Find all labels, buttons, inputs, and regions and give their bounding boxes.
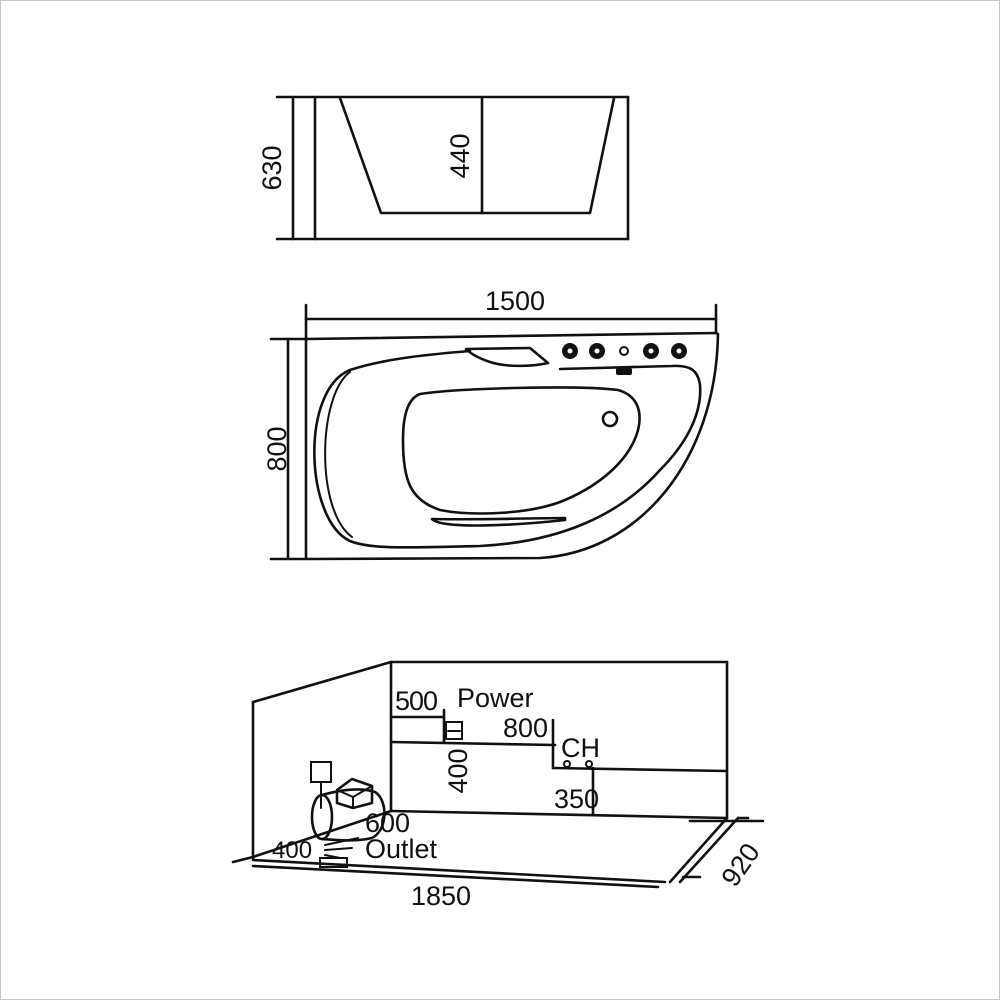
- top-view: 1500 800: [262, 286, 720, 561]
- side-view: 630 440: [257, 95, 630, 241]
- floor-length-label: 1850: [411, 881, 471, 911]
- power-socket-icon: [445, 721, 463, 740]
- top-width-label: 800: [262, 426, 292, 471]
- pump-motor-icon: [310, 761, 386, 868]
- ch-offset-label: 800: [503, 713, 548, 743]
- outlet-offset-label: 400: [272, 837, 312, 864]
- side-depth-label: 440: [445, 133, 475, 178]
- power-offset-label: 500: [395, 686, 437, 716]
- top-length-label: 1500: [485, 286, 545, 316]
- side-height-label: 630: [257, 145, 287, 190]
- ch-connector-icon: [563, 760, 571, 768]
- power-height-label: 400: [443, 748, 473, 793]
- outlet-label: Outlet: [365, 834, 438, 864]
- ch-label: CH: [561, 733, 600, 763]
- indicator-icon: [619, 346, 629, 356]
- overflow-icon: [616, 368, 632, 375]
- installation-view: 500 Power 800 CH 400 350 600 400 Outlet …: [231, 660, 766, 911]
- ch-connector-icon: [585, 760, 593, 768]
- ch-height-label: 350: [554, 784, 599, 814]
- outlet-height-label: 600: [365, 808, 410, 838]
- power-label: Power: [457, 683, 534, 713]
- drain-icon: [601, 410, 619, 428]
- floor-depth-label: 920: [715, 838, 765, 892]
